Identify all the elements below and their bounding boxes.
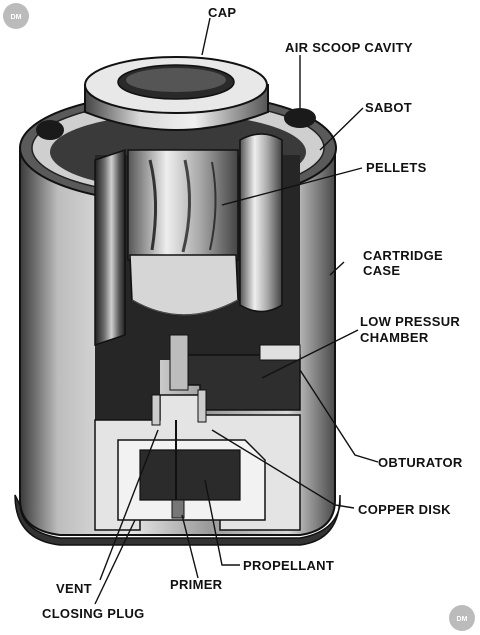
center-stem — [169, 334, 189, 391]
label-cap: CAP — [208, 5, 236, 20]
sabot-petal-right — [239, 133, 283, 313]
label-primer: PRIMER — [170, 577, 223, 592]
label-sabot: SABOT — [365, 100, 412, 115]
air-scoop-cavity-left — [36, 120, 64, 140]
label-closing-plug: CLOSING PLUG — [42, 606, 145, 621]
svg-text:DM: DM — [457, 616, 468, 623]
label-propellant: PROPELLANT — [243, 558, 334, 573]
leader-lines — [94, 17, 379, 605]
label-obturator: OBTURATOR — [378, 455, 463, 470]
cartridge-illustration — [14, 56, 341, 546]
label-copper-disk: COPPER DISK — [358, 502, 451, 517]
leader-propellant — [204, 479, 240, 566]
leader-cap — [201, 17, 211, 56]
label-vent: VENT — [56, 581, 92, 596]
cap — [84, 56, 269, 131]
vent-tube-left — [151, 394, 161, 426]
leader-vent — [99, 429, 159, 581]
case-bottom-rim — [14, 494, 341, 546]
pellet-cup — [129, 254, 239, 316]
vent-tube-right — [197, 389, 207, 423]
air-scoop-cavity-right — [284, 108, 316, 128]
leader-copper-disk — [211, 429, 355, 509]
watermark-top-left: DM — [3, 3, 29, 29]
primer — [171, 499, 185, 519]
leader-sabot — [319, 107, 364, 151]
svg-text:DM: DM — [11, 14, 22, 21]
label-cartridge-case-line1: CARTRIDGE — [363, 248, 443, 263]
labels: CAP AIR SCOOP CAVITY SABOT PELLETS CARTR… — [42, 5, 463, 621]
label-air-scoop-cavity: AIR SCOOP CAVITY — [285, 40, 413, 55]
label-low-pressure-line1: LOW PRESSUR — [360, 314, 460, 329]
leader-primer — [181, 514, 199, 579]
pellets-column — [127, 149, 239, 261]
leader-cartridge-case — [329, 261, 345, 276]
watermark-bottom-right: DM — [449, 605, 475, 631]
label-pellets: PELLETS — [366, 160, 427, 175]
leader-closing-plug — [94, 519, 136, 605]
sabot-petal-left — [94, 148, 126, 347]
leader-obturator — [299, 369, 379, 463]
leader-pellets — [221, 167, 363, 206]
propellant-chamber — [139, 449, 241, 501]
label-low-pressure-line2: CHAMBER — [360, 330, 429, 345]
label-cartridge-case-line2: CASE — [363, 263, 400, 278]
leader-low-pressure — [261, 329, 359, 379]
